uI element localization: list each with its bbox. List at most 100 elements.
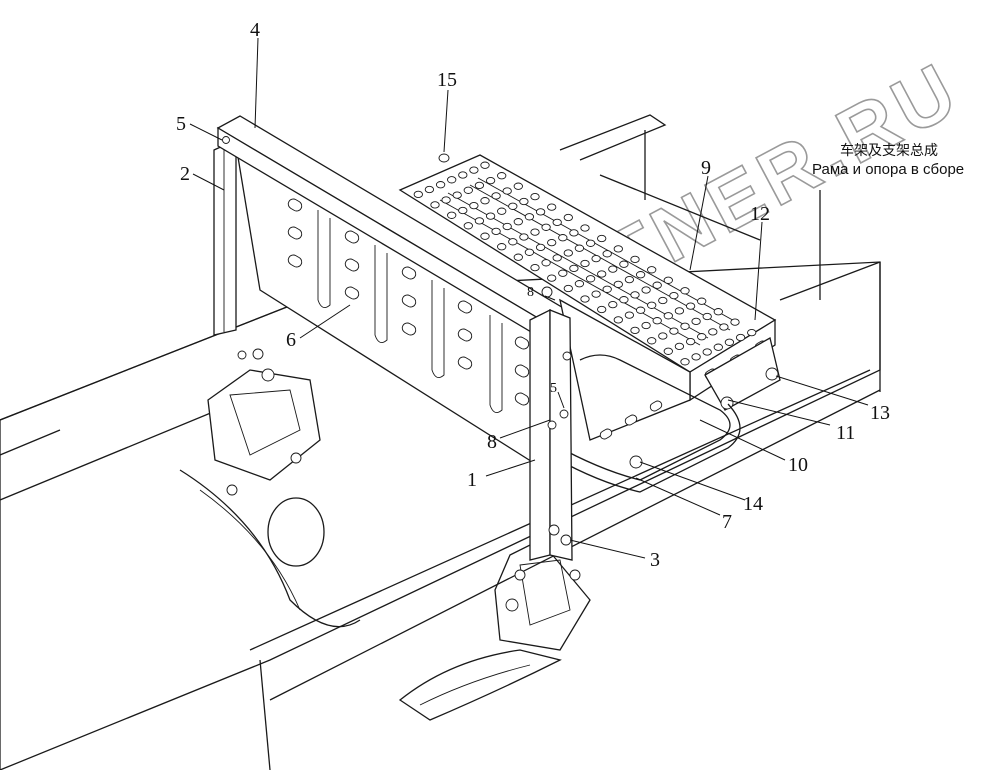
callout-10: 10 bbox=[788, 454, 808, 476]
plate-hole bbox=[647, 266, 657, 274]
callout-5: 5 bbox=[176, 113, 186, 135]
plate-hole bbox=[652, 317, 662, 325]
title-russian: Рама и опора в сборе bbox=[812, 161, 964, 178]
plate-hole bbox=[480, 161, 490, 169]
plate-hole bbox=[502, 187, 512, 195]
callout-11: 11 bbox=[836, 422, 855, 444]
plate-hole bbox=[702, 348, 712, 356]
plate-hole bbox=[663, 347, 673, 355]
plate-hole bbox=[697, 333, 707, 341]
valve-assembly bbox=[207, 348, 321, 496]
plate-hole bbox=[647, 337, 657, 345]
plate-hole bbox=[513, 182, 523, 190]
callout-1: 1 bbox=[467, 469, 477, 491]
plate-holes bbox=[413, 161, 757, 366]
plate-hole bbox=[447, 211, 457, 219]
plate-hole bbox=[613, 245, 623, 253]
side-panel bbox=[235, 143, 546, 472]
plate-hole bbox=[497, 243, 507, 251]
plate-hole bbox=[597, 270, 607, 278]
plate-hole bbox=[630, 326, 640, 335]
plate-hole bbox=[585, 239, 596, 247]
plate-hole bbox=[602, 285, 612, 293]
plate-hole bbox=[630, 255, 640, 264]
plate-hole bbox=[463, 186, 473, 194]
plate-hole bbox=[441, 196, 451, 204]
plate-hole bbox=[535, 208, 546, 216]
leader-lines bbox=[189, 37, 869, 559]
plate-hole bbox=[530, 263, 540, 272]
plate-hole bbox=[541, 223, 551, 231]
plate-hole bbox=[658, 296, 668, 305]
plate-hole bbox=[591, 254, 601, 263]
plate-hole bbox=[497, 172, 507, 180]
plate-hole bbox=[558, 269, 568, 277]
plate-hole bbox=[569, 229, 579, 237]
plate-hole bbox=[719, 323, 729, 331]
plate-hole bbox=[702, 312, 712, 321]
plate-hole bbox=[624, 275, 635, 284]
plate-hole bbox=[580, 224, 590, 232]
plate-hole bbox=[435, 181, 446, 189]
plate-hole bbox=[635, 306, 646, 314]
plate-hole bbox=[669, 291, 679, 300]
plate-hole bbox=[613, 316, 623, 324]
callout-12: 12 bbox=[750, 203, 770, 225]
callout-5-lower: 5 bbox=[550, 381, 557, 396]
plate-hole bbox=[547, 203, 557, 211]
plate-hole bbox=[574, 244, 585, 252]
plate-hole bbox=[602, 250, 612, 258]
plate-hole bbox=[680, 322, 690, 330]
title-chinese: 车架及支架总成 bbox=[840, 142, 938, 159]
plate-hole bbox=[713, 343, 723, 351]
plate-hole bbox=[680, 358, 690, 366]
plate-hole bbox=[624, 311, 635, 319]
plate-hole bbox=[447, 176, 457, 184]
plate-hole bbox=[530, 228, 540, 236]
plate-hole bbox=[430, 201, 440, 209]
plate-hole bbox=[669, 327, 679, 335]
callout-8-upper: 8 bbox=[527, 285, 534, 300]
plate-hole bbox=[663, 276, 673, 284]
plate-hole bbox=[580, 259, 590, 268]
plate-hole bbox=[597, 234, 607, 243]
plate-hole bbox=[619, 296, 629, 304]
plate-hole bbox=[724, 338, 735, 346]
plate-hole bbox=[658, 332, 668, 340]
plate-hole bbox=[508, 202, 518, 210]
plate-hole bbox=[674, 342, 685, 351]
vertical-bracket bbox=[529, 286, 573, 561]
plate-hole bbox=[469, 166, 479, 174]
plate-hole bbox=[502, 222, 512, 231]
plate-hole bbox=[597, 305, 607, 314]
plate-hole bbox=[647, 301, 657, 309]
callout-7: 7 bbox=[722, 511, 732, 533]
plate-hole bbox=[524, 248, 535, 256]
plate-hole bbox=[524, 213, 535, 221]
plate-hole bbox=[563, 213, 573, 222]
callout-15: 15 bbox=[437, 69, 457, 91]
plate-hole bbox=[474, 217, 485, 225]
panel-slots bbox=[287, 198, 530, 406]
plate-hole bbox=[497, 207, 507, 215]
plate-hole bbox=[480, 197, 490, 205]
plate-hole bbox=[513, 218, 523, 226]
plate-hole bbox=[513, 253, 523, 261]
plate-hole bbox=[547, 274, 557, 282]
plate-hole bbox=[708, 328, 718, 336]
plate-hole bbox=[747, 328, 757, 337]
plate-hole bbox=[508, 238, 518, 246]
plate-hole bbox=[580, 295, 590, 303]
plate-hole bbox=[474, 181, 485, 190]
plate-hole bbox=[519, 197, 529, 206]
plate-hole bbox=[685, 302, 696, 310]
frame-cutout bbox=[179, 469, 361, 628]
plate-hole bbox=[519, 233, 529, 241]
plate-hole bbox=[585, 275, 596, 283]
plate-hole bbox=[730, 318, 740, 326]
plate-hole bbox=[652, 281, 662, 289]
suspension-bracket bbox=[398, 539, 591, 721]
callout-9: 9 bbox=[701, 157, 711, 179]
plate-hole bbox=[552, 254, 562, 262]
